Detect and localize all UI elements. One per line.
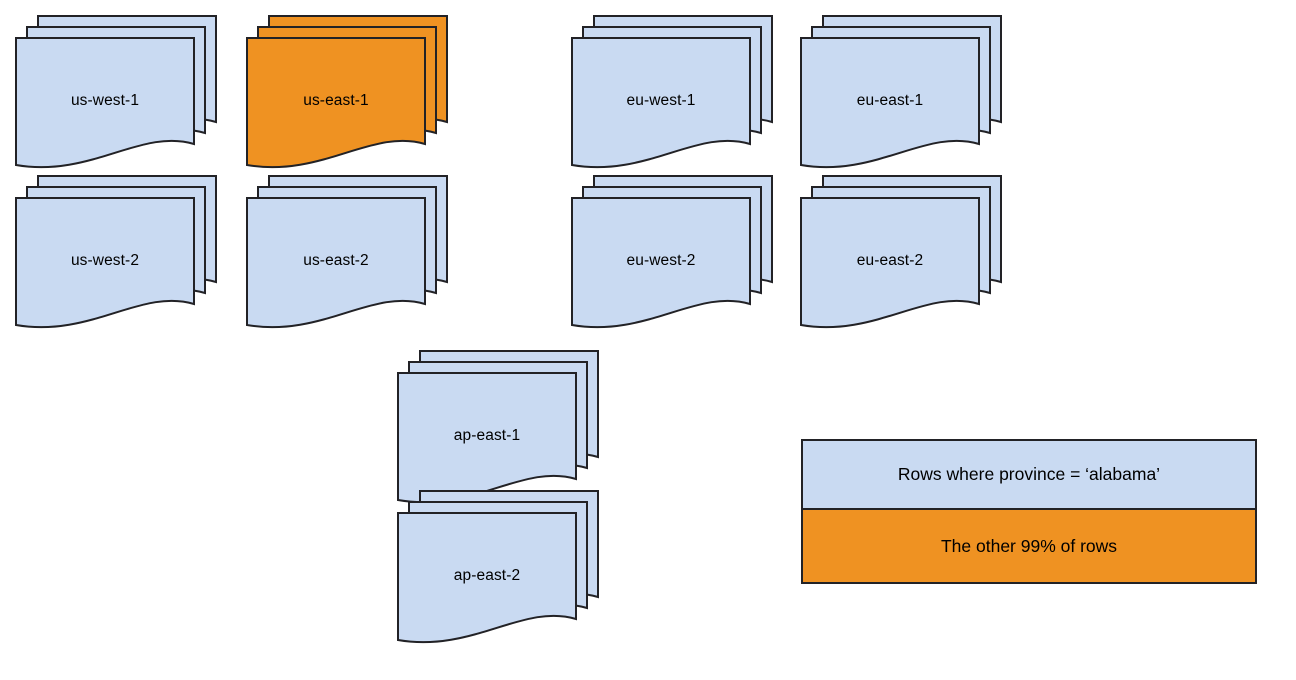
region-stack-us-west-1[interactable]: us-west-1 (15, 15, 230, 180)
document-sheet (246, 37, 426, 169)
region-stack-eu-west-2[interactable]: eu-west-2 (571, 175, 786, 340)
region-stack-ap-east-1[interactable]: ap-east-1 (397, 350, 612, 515)
document-sheet (800, 197, 980, 329)
region-stack-eu-east-1[interactable]: eu-east-1 (800, 15, 1015, 180)
document-sheet (15, 37, 195, 169)
document-stack-icon (397, 490, 599, 644)
document-sheet (15, 197, 195, 329)
document-sheet (397, 372, 577, 504)
document-sheet (571, 37, 751, 169)
document-stack-icon (246, 175, 448, 329)
document-stack-icon (397, 350, 599, 504)
legend-label-other-rows: The other 99% of rows (940, 535, 1118, 556)
region-stack-eu-west-1[interactable]: eu-west-1 (571, 15, 786, 180)
region-stack-us-west-2[interactable]: us-west-2 (15, 175, 230, 340)
region-stack-ap-east-2[interactable]: ap-east-2 (397, 490, 612, 655)
document-stack-icon (800, 175, 1002, 329)
region-stack-us-east-2[interactable]: us-east-2 (246, 175, 461, 340)
document-stack-icon (571, 15, 773, 169)
legend-label-region-rows: Rows where province = ‘alabama’ (897, 464, 1161, 484)
region-stack-us-east-1[interactable]: us-east-1 (246, 15, 461, 180)
document-stack-icon (800, 15, 1002, 169)
legend-row-other-rows: The other 99% of rows (803, 510, 1255, 582)
document-stack-icon (15, 15, 217, 169)
legend: Rows where province = ‘alabama’ The othe… (801, 439, 1257, 584)
region-stack-eu-east-2[interactable]: eu-east-2 (800, 175, 1015, 340)
document-sheet (397, 512, 577, 644)
document-sheet (571, 197, 751, 329)
document-stack-icon (15, 175, 217, 329)
document-stack-icon (571, 175, 773, 329)
document-stack-icon (246, 15, 448, 169)
document-sheet (800, 37, 980, 169)
legend-row-region-rows: Rows where province = ‘alabama’ (803, 441, 1255, 510)
document-sheet (246, 197, 426, 329)
